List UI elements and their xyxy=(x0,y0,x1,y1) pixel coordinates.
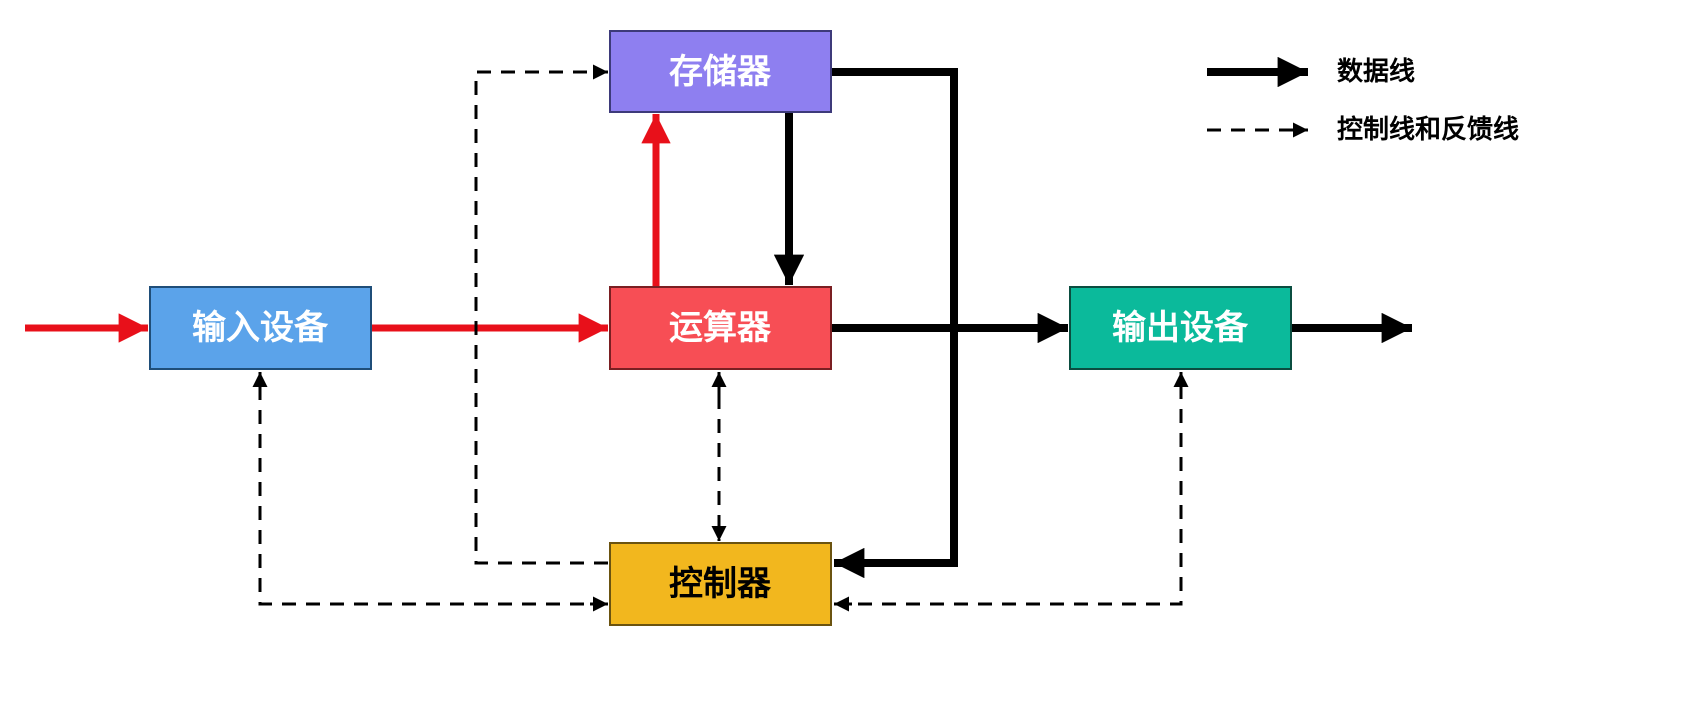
output-controller-control-line xyxy=(834,372,1189,606)
legend: 数据线 控制线和反馈线 xyxy=(1207,56,1519,145)
memory-node: 存储器 xyxy=(609,30,832,113)
input-device-node: 输入设备 xyxy=(149,286,372,370)
controller-to-memory-control-line xyxy=(474,64,608,565)
legend-control-line-label: 控制线和反馈线 xyxy=(1337,115,1519,145)
controller-node: 控制器 xyxy=(609,542,832,626)
memory-to-controller-arrow xyxy=(831,68,958,579)
output-device-node: 输出设备 xyxy=(1069,286,1292,370)
alu-label: 运算器 xyxy=(669,308,772,348)
alu-node: 运算器 xyxy=(609,286,832,370)
memory-label: 存储器 xyxy=(669,52,772,92)
controller-label: 控制器 xyxy=(669,564,772,604)
legend-data-line-label: 数据线 xyxy=(1337,57,1415,87)
input-controller-control-line xyxy=(252,372,608,606)
input-device-label: 输入设备 xyxy=(192,308,329,348)
output-device-label: 输出设备 xyxy=(1112,308,1249,348)
